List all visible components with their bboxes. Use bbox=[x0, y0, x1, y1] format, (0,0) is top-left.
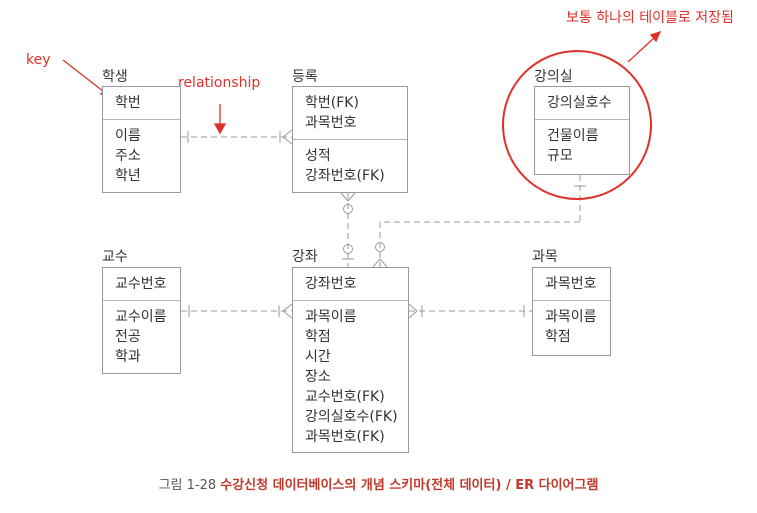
attribute: 강좌번호(FK) bbox=[305, 168, 385, 184]
entity-course: 과목번호 과목이름 학점 bbox=[532, 267, 611, 356]
entity-classroom: 강의실호수 건물이름 규모 bbox=[534, 86, 630, 175]
relationship-professor-lecture bbox=[181, 303, 293, 319]
attribute: 전공 bbox=[115, 329, 141, 345]
entity-lecture-key: 강좌번호 bbox=[293, 268, 408, 301]
entity-enroll: 학번(FK) 과목번호 성적 강좌번호(FK) bbox=[292, 86, 408, 193]
key-attribute: 과목번호 bbox=[545, 276, 597, 292]
attribute: 학점 bbox=[545, 329, 571, 345]
classroom-highlight-circle bbox=[502, 50, 652, 200]
figure-caption: 그림 1-28 수강신청 데이터베이스의 개념 스키마(전체 데이터) / ER… bbox=[0, 474, 757, 493]
entity-title-classroom: 강의실 bbox=[534, 69, 573, 85]
attribute: 학년 bbox=[115, 168, 141, 184]
entity-title-student: 학생 bbox=[102, 69, 128, 85]
attribute: 교수번호(FK) bbox=[305, 389, 385, 405]
attribute: 이름 bbox=[115, 128, 141, 144]
figure-caption-number: 그림 1-28 bbox=[158, 478, 217, 493]
attribute: 주소 bbox=[115, 148, 141, 164]
entity-classroom-key: 강의실호수 bbox=[535, 87, 629, 120]
relationship-course-lecture bbox=[408, 303, 532, 319]
table-note-arrow bbox=[627, 30, 662, 63]
attribute: 강의실호수(FK) bbox=[305, 409, 398, 425]
key-attribute: 과목번호 bbox=[305, 115, 357, 131]
attribute: 과목이름 bbox=[545, 309, 597, 325]
entity-enroll-attributes: 성적 강좌번호(FK) bbox=[293, 140, 407, 192]
relationship-student-enroll bbox=[181, 129, 293, 145]
entity-professor: 교수번호 교수이름 전공 학과 bbox=[102, 267, 181, 374]
entity-enroll-key: 학번(FK) 과목번호 bbox=[293, 87, 407, 140]
attribute: 장소 bbox=[305, 369, 331, 385]
entity-title-enroll: 등록 bbox=[292, 69, 318, 85]
key-attribute: 교수번호 bbox=[115, 276, 167, 292]
figure-caption-text: 수강신청 데이터베이스의 개념 스키마(전체 데이터) / ER 다이어그램 bbox=[220, 478, 599, 493]
attribute: 건물이름 bbox=[547, 128, 599, 144]
table-note-label: 보통 하나의 테이블로 저장됨 bbox=[566, 10, 734, 26]
key-label: key bbox=[26, 52, 51, 68]
entity-professor-attributes: 교수이름 전공 학과 bbox=[103, 301, 180, 373]
entity-course-attributes: 과목이름 학점 bbox=[533, 301, 610, 353]
entity-title-course: 과목 bbox=[532, 249, 558, 265]
attribute: 과목번호(FK) bbox=[305, 429, 385, 445]
entity-professor-key: 교수번호 bbox=[103, 268, 180, 301]
attribute: 과목이름 bbox=[305, 309, 357, 325]
entity-course-key: 과목번호 bbox=[533, 268, 610, 301]
relationship-label: relationship bbox=[178, 75, 261, 91]
attribute: 규모 bbox=[547, 148, 573, 164]
key-attribute: 강좌번호 bbox=[305, 276, 357, 292]
attribute: 학점 bbox=[305, 329, 331, 345]
key-attribute: 강의실호수 bbox=[547, 95, 612, 111]
entity-title-lecture: 강좌 bbox=[292, 249, 318, 265]
entity-student-key: 학번 bbox=[103, 87, 180, 120]
entity-classroom-attributes: 건물이름 규모 bbox=[535, 120, 629, 172]
attribute: 교수이름 bbox=[115, 309, 167, 325]
entity-lecture-attributes: 과목이름 학점 시간 장소 교수번호(FK) 강의실호수(FK) 과목번호(FK… bbox=[293, 301, 408, 453]
entity-student-attributes: 이름 주소 학년 bbox=[103, 120, 180, 192]
entity-lecture: 강좌번호 과목이름 학점 시간 장소 교수번호(FK) 강의실호수(FK) 과목… bbox=[292, 267, 409, 453]
key-attribute: 학번(FK) bbox=[305, 95, 359, 111]
entity-student: 학번 이름 주소 학년 bbox=[102, 86, 181, 193]
key-attribute: 학번 bbox=[115, 95, 141, 111]
relationship-arrow bbox=[213, 104, 227, 135]
relationship-enroll-lecture bbox=[340, 192, 356, 267]
attribute: 시간 bbox=[305, 349, 331, 365]
attribute: 학과 bbox=[115, 349, 141, 365]
attribute: 성적 bbox=[305, 148, 331, 164]
entity-title-professor: 교수 bbox=[102, 249, 128, 265]
